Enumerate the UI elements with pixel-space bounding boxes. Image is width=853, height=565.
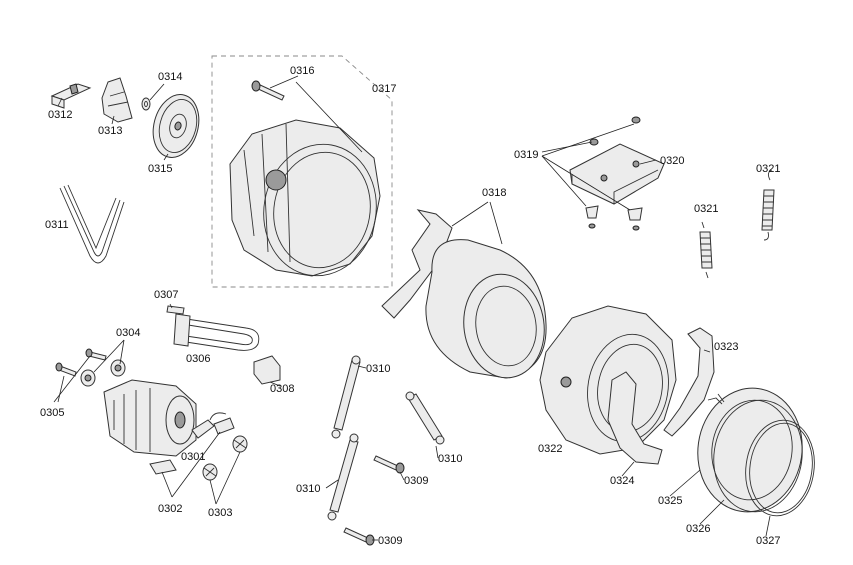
heater-part <box>173 313 260 351</box>
motor-part <box>103 379 215 457</box>
seal-ring-part <box>713 399 803 513</box>
label-0310-lower: 0310 <box>296 483 320 495</box>
bushing-part <box>80 359 126 387</box>
label-0326: 0326 <box>686 523 710 535</box>
label-0313: 0313 <box>98 125 122 137</box>
label-0309-upper: 0309 <box>404 475 428 487</box>
bolt-lower-part <box>343 527 375 546</box>
label-0318: 0318 <box>482 187 506 199</box>
label-0320: 0320 <box>660 155 684 167</box>
front-bracket-part <box>607 371 663 465</box>
label-0308: 0308 <box>270 383 294 395</box>
label-0310-side: 0310 <box>438 453 462 465</box>
label-0312: 0312 <box>48 109 72 121</box>
label-0315: 0315 <box>148 163 172 175</box>
label-0305: 0305 <box>40 407 64 419</box>
screw-part <box>251 80 285 101</box>
heater-bracket-part <box>253 355 281 385</box>
bolt-upper-part <box>373 455 405 474</box>
label-0304: 0304 <box>116 327 140 339</box>
label-0316: 0316 <box>290 65 314 77</box>
shock-absorber-lower-part <box>327 433 359 521</box>
spring-left-part <box>699 221 713 279</box>
shock-absorber-side-part <box>405 391 445 445</box>
label-0321-right: 0321 <box>756 163 780 175</box>
label-0303: 0303 <box>208 507 232 519</box>
part-labels: 0301 0302 0303 0304 0305 0306 0307 0308 … <box>40 65 780 547</box>
tub-group-frame <box>211 55 393 288</box>
label-0322: 0322 <box>538 443 562 455</box>
label-0307: 0307 <box>154 289 178 301</box>
counterweight-part <box>569 143 665 205</box>
tub-rear-half-part <box>229 119 381 277</box>
label-0324: 0324 <box>610 475 634 487</box>
label-0306: 0306 <box>186 353 210 365</box>
carbon-brush-part <box>149 412 235 475</box>
temperature-sensor-part <box>166 305 185 315</box>
label-0321-left: 0321 <box>694 203 718 215</box>
label-0325: 0325 <box>658 495 682 507</box>
label-0309-lower: 0309 <box>378 535 402 547</box>
label-0310-upper: 0310 <box>366 363 390 375</box>
label-0327: 0327 <box>756 535 780 547</box>
motor-bracket-part <box>101 77 133 123</box>
leader-lines <box>53 75 771 541</box>
washer-part <box>141 97 151 111</box>
label-0314: 0314 <box>158 71 182 83</box>
label-0301: 0301 <box>181 451 205 463</box>
drum-part <box>381 209 547 379</box>
label-0317: 0317 <box>372 83 396 95</box>
brush-holder-part <box>202 435 248 481</box>
tub-bracket-part <box>663 327 715 437</box>
pulley-part <box>152 94 200 158</box>
shock-absorber-upper-part <box>331 355 361 439</box>
tub-front-half-part <box>539 305 677 455</box>
spring-right-part <box>761 169 775 241</box>
clamp-ring-part <box>745 419 815 517</box>
bracket-part <box>50 83 92 109</box>
drive-belt-part <box>59 184 125 264</box>
motor-screws-part <box>55 348 107 377</box>
label-0323: 0323 <box>714 341 738 353</box>
label-0302: 0302 <box>158 503 182 515</box>
label-0319: 0319 <box>514 149 538 161</box>
label-0311: 0311 <box>45 219 69 231</box>
